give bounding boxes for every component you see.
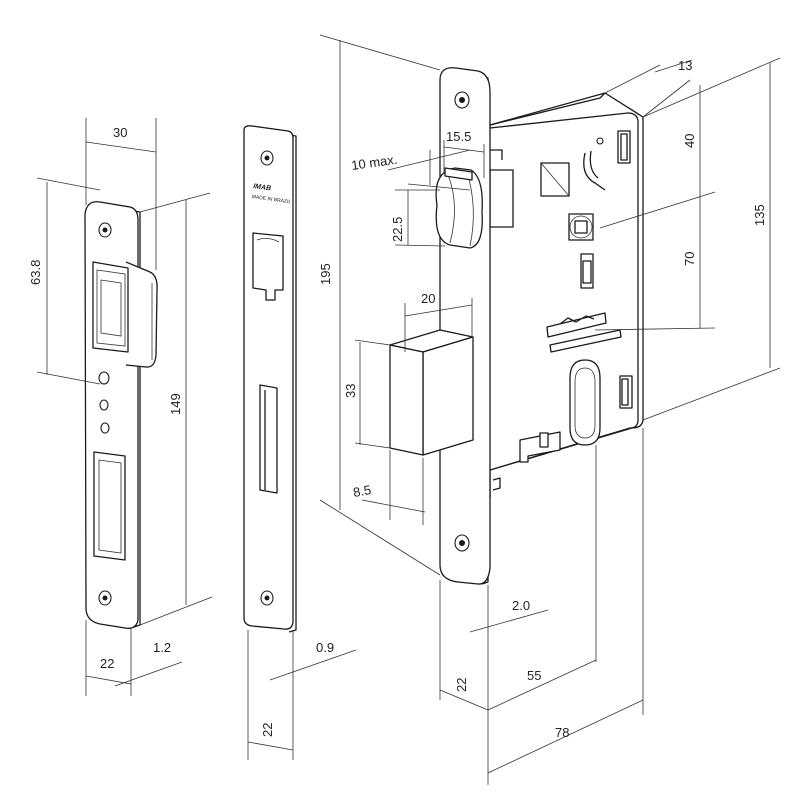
- mortise-lock-body: [489, 92, 644, 498]
- brand-origin-text: MADE IN BRAZIL: [251, 194, 291, 206]
- cylinder-slot-icon: [569, 359, 601, 446]
- screw-hole-icon: [100, 422, 110, 434]
- dim-bolt-projection: 20: [421, 291, 435, 306]
- dim-top-to-follower: 40: [682, 134, 697, 148]
- brand-logo-text: IMAB: [253, 183, 272, 192]
- dim-case-depth: 78: [555, 725, 569, 740]
- screw-hole-icon: [98, 371, 110, 385]
- dim-strike1-height: 149: [168, 393, 183, 415]
- dim-faceplate-width: 22: [454, 678, 469, 692]
- screw-hole-icon: [99, 399, 109, 411]
- dim-strike1-screw-spacing: 63.8: [28, 260, 43, 285]
- dim-strike1-face-width: 22: [100, 656, 114, 671]
- latch-bolt: [435, 167, 483, 249]
- dim-backset: 55: [527, 668, 541, 683]
- dim-bolt-thickness: 8.5: [352, 482, 372, 500]
- dim-follower-to-cylinder: 70: [682, 252, 697, 266]
- dim-strike2-face-width: 22: [260, 723, 275, 737]
- strike-plate-flat: IMAB MADE IN BRAZIL: [243, 125, 297, 633]
- dim-faceplate-thickness: 2.0: [512, 598, 530, 613]
- dim-strike1-thickness: 1.2: [153, 640, 171, 655]
- dim-lock-height: 195: [318, 263, 333, 285]
- dim-strike2-thickness: 0.9: [316, 640, 334, 655]
- brand-logo: IMAB MADE IN BRAZIL: [251, 183, 291, 206]
- dim-case-height: 135: [752, 204, 767, 226]
- dead-bolt: [389, 329, 474, 456]
- strike1-dimensions: 30 63.8 149 22 1.2: [28, 118, 213, 696]
- dim-latch-offset: 22.5: [390, 217, 405, 242]
- lock-dimensions: 195 10 max. 15.5 22.5 20 33 8.5: [318, 34, 781, 785]
- dim-case-thickness: 13: [678, 58, 692, 73]
- dim-latch-max: 10 max.: [350, 152, 398, 173]
- dim-latch-mark: 15.5: [446, 129, 471, 144]
- dim-bolt-height: 33: [343, 384, 358, 398]
- lock-faceplate: [435, 67, 491, 585]
- strike2-dimensions: 22 0.9: [247, 630, 357, 760]
- dim-strike1-width: 30: [113, 125, 127, 140]
- strike-plate-with-lip: [84, 201, 158, 629]
